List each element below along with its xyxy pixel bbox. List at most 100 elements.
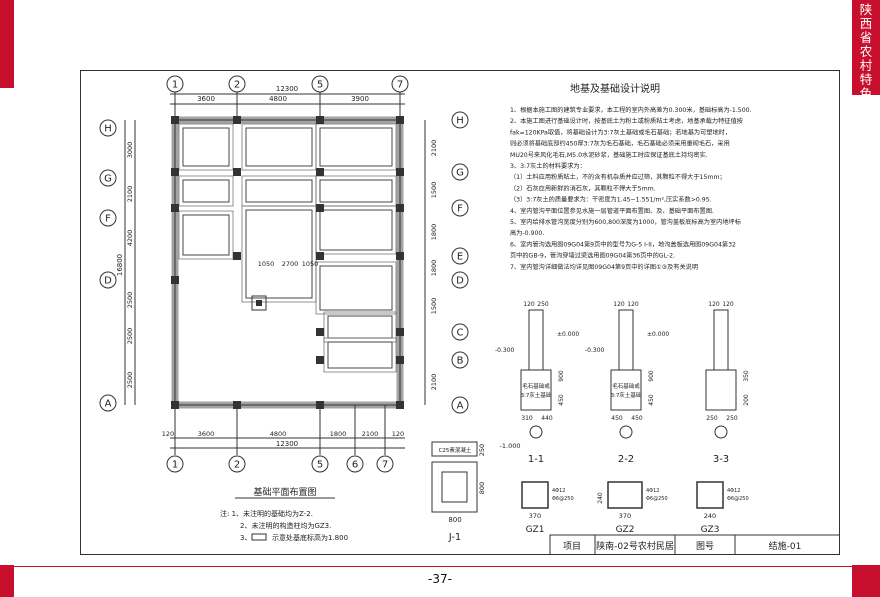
- section-w1-0: 250: [537, 301, 549, 308]
- axis-right-F-label: F: [457, 204, 463, 215]
- room-9: [319, 265, 393, 311]
- column-label-2: GZ3: [701, 525, 720, 535]
- column-16: [396, 328, 404, 336]
- room-footing-2: [315, 123, 397, 171]
- title-block: [549, 534, 840, 555]
- room-footing-3: [178, 175, 234, 207]
- section-label-2: 3-3: [713, 454, 729, 465]
- title-drawing-value: 结施-01: [769, 540, 802, 552]
- room-5: [319, 179, 393, 203]
- corner-accent-bottom: [0, 565, 14, 597]
- column-8: [171, 204, 179, 212]
- axis-right-G: [451, 163, 469, 181]
- axis-left-D-label: D: [104, 276, 112, 287]
- section-stem-0: [528, 309, 544, 371]
- column-18: [396, 356, 404, 364]
- room-0: [182, 127, 230, 167]
- axis-bottom-1-label: 1: [172, 460, 178, 471]
- column-section-1: [607, 481, 643, 509]
- dim-left-4: 2500: [126, 328, 134, 345]
- section-b0-1: 450: [611, 415, 623, 422]
- dim-bottom-4: 2100: [362, 430, 379, 438]
- column-10: [396, 204, 404, 212]
- column-12: [233, 252, 241, 260]
- axis-top-2-label: 2: [234, 80, 240, 91]
- drawing-sheet: [80, 70, 840, 555]
- column-rebar1-2: Φ6@250: [727, 496, 749, 502]
- axis-left-G-label: G: [104, 174, 112, 185]
- room-6: [182, 214, 230, 256]
- column-rebar0-1: 4Φ12: [646, 488, 659, 494]
- title-item-value: 陕南-02号农村民居: [596, 540, 674, 552]
- dim-top-2: 3900: [351, 95, 369, 103]
- dim-left-3: 2500: [126, 292, 134, 309]
- section-h1-0: 450: [558, 394, 565, 406]
- axis-right-F: [451, 199, 469, 217]
- room-11: [327, 341, 393, 369]
- column-14: [396, 252, 404, 260]
- dim-bottom-1: 3600: [198, 430, 215, 438]
- column-size-1: 370: [619, 512, 631, 520]
- section-h1-2: 200: [743, 394, 750, 406]
- room-1: [245, 127, 313, 167]
- spec-line-0: 1、根据本施工图的建筑专业要求，本工程的室内外高差为0.300米，基础标高为-1…: [510, 106, 752, 114]
- section-w0-1: 120: [613, 301, 625, 308]
- column-11: [171, 276, 179, 284]
- column-rebar0-2: 4Φ12: [727, 488, 740, 494]
- section-label-0: 1-1: [528, 454, 544, 465]
- column-rebar0-0: 4Φ12: [552, 488, 565, 494]
- axis-bottom-6-label: 6: [352, 460, 358, 471]
- section-label-1: 2-2: [618, 454, 634, 465]
- j1-plan: [431, 461, 478, 513]
- section-b1-0: 440: [541, 415, 553, 422]
- axis-right-A-label: A: [457, 401, 464, 412]
- axis-left-A: [99, 394, 117, 412]
- axis-top-1-label: 1: [172, 80, 178, 91]
- dim-top-total: 12300: [276, 85, 298, 93]
- section-marker-1: [619, 425, 633, 439]
- spec-line-9: 4、室内管沟平面位置参见水施一层管道平面布置图、及、基础平面布置图.: [510, 207, 714, 215]
- column-13: [316, 252, 324, 260]
- spec-line-7: （2）石灰应用新鲜的消石灰，其颗粒不得大于5mm.: [510, 184, 656, 192]
- j1-concrete: C25素混凝土: [439, 446, 472, 454]
- spec-line-14: 7、室内管沟详细做法均详见图09G04第9页中的详图①③及有关说明: [510, 263, 698, 271]
- j1-h0: 250: [478, 444, 486, 456]
- axis-bottom-2: [228, 455, 246, 473]
- axis-right-B-label: B: [457, 356, 464, 367]
- column-rebar1-0: Φ6@250: [552, 496, 574, 502]
- footer-rule: [0, 566, 880, 567]
- column-rebar1-1: Φ6@250: [646, 496, 668, 502]
- plan-note-3: 3、: [240, 534, 251, 542]
- spec-line-11: 高为-0.900.: [510, 229, 544, 237]
- column-section-0: [521, 481, 549, 509]
- hatch-legend: [251, 533, 267, 541]
- column-section-2: [696, 481, 724, 509]
- axis-right-C: [451, 323, 469, 341]
- j1-h1: 800: [478, 482, 486, 494]
- section-material-0-b: 3:7灰土基础: [521, 391, 552, 399]
- column-22: [396, 401, 404, 409]
- axis-right-E: [451, 247, 469, 265]
- dim-left-total: 16800: [116, 254, 124, 276]
- section-b1-2: 250: [726, 415, 738, 422]
- axis-bottom-7: [376, 455, 394, 473]
- axis-right-C-label: C: [457, 328, 464, 339]
- axis-left-G: [99, 169, 117, 187]
- dim-inner-1: 2700: [282, 260, 299, 268]
- spec-line-8: （3）3:7灰土的质量要求为：干密度为1.45~1.551/m²,压实系数>0.…: [510, 196, 712, 204]
- column-9: [316, 204, 324, 212]
- section-material-1-a: 毛石基础或: [612, 382, 640, 390]
- spec-line-2: fak=120KPa取值，将基础设计为3:7灰土基础或毛石基础；若地基为可塑地时…: [510, 128, 731, 136]
- axis-right-B: [451, 351, 469, 369]
- dim-right-2: 1800: [430, 224, 438, 241]
- section-b0-0: 310: [521, 415, 533, 422]
- room-10: [327, 315, 393, 339]
- column-6: [316, 168, 324, 176]
- j1-width: 800: [448, 516, 461, 524]
- room-footing-8: [315, 205, 397, 255]
- room-footing-7: [241, 205, 317, 303]
- axis-top-5: [311, 75, 329, 93]
- axis-left-A-label: A: [105, 399, 112, 410]
- sidebar-title: 陕西省农村特色民居设计图集: [859, 2, 873, 185]
- section-base-2: [705, 369, 737, 411]
